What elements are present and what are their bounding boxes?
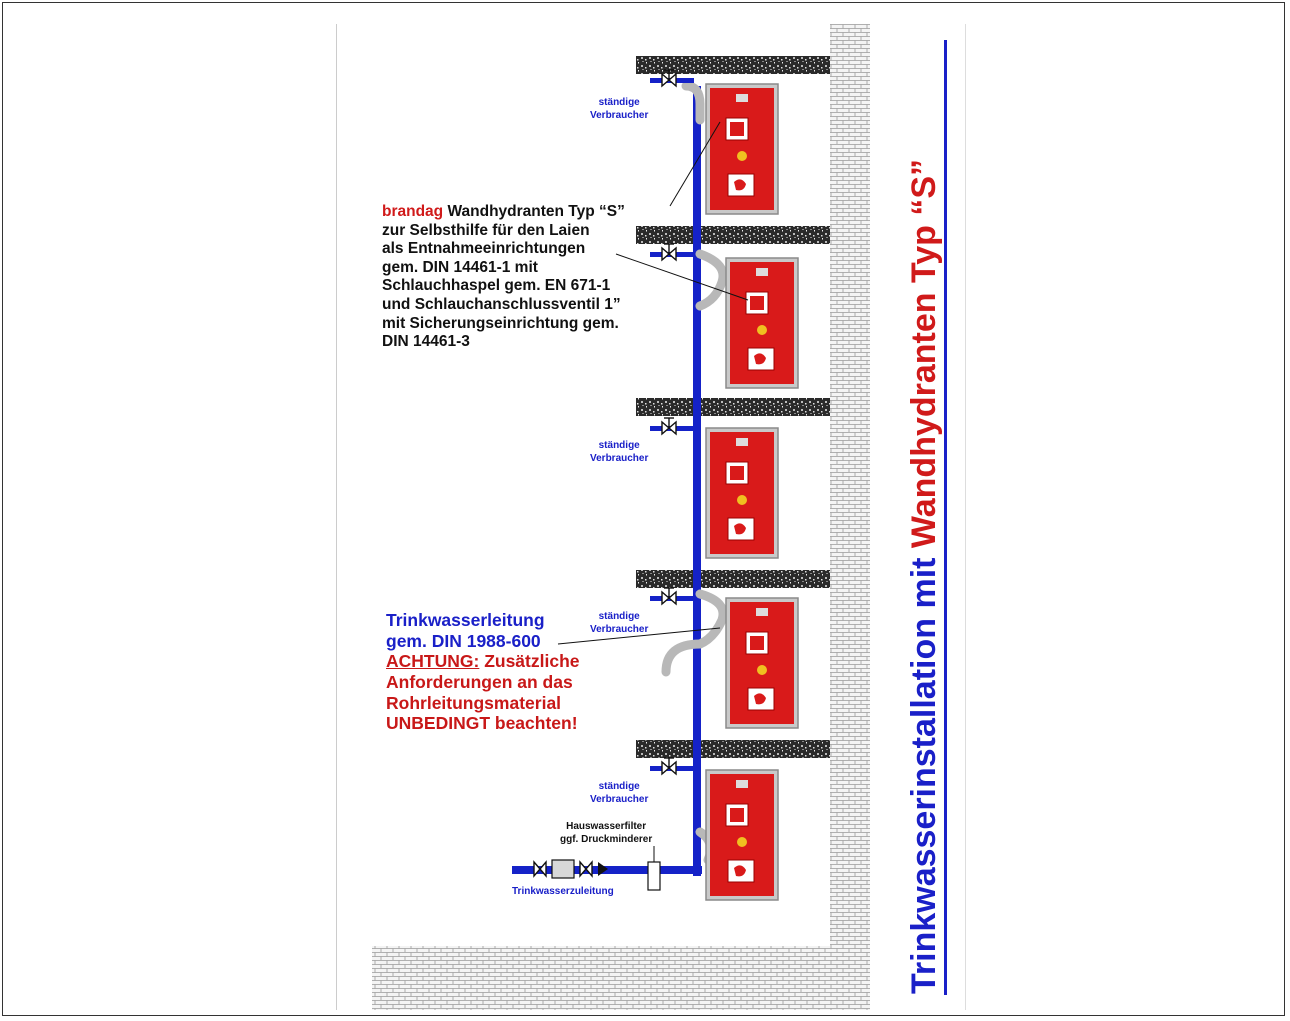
right-brick-wall	[830, 24, 870, 950]
leader-lines	[557, 121, 749, 862]
installation-diagram	[372, 24, 870, 1010]
hydrant-callout: brandag Wandhydranten Typ “S” zur Selbst…	[382, 203, 625, 351]
vertical-title-part1: Trinkwasserinstallation mit	[905, 548, 943, 994]
water-meter	[551, 859, 575, 879]
floor-brick-slab	[372, 946, 870, 1010]
title-underline	[944, 40, 947, 995]
hydrant-cabinet	[705, 427, 779, 559]
hydrant-cabinet	[705, 83, 779, 215]
consumer-branches	[650, 69, 694, 776]
hydrant-cabinet	[705, 769, 779, 901]
hydrant-cabinet	[725, 257, 799, 389]
warning-head: ACHTUNG:	[386, 651, 480, 672]
vertical-title: Trinkwasserinstallation mit Wandhydrante…	[904, 34, 944, 994]
vertical-title-part2: Wandhydranten Typ “S”	[905, 158, 943, 549]
floor-slabs	[636, 56, 830, 758]
riser-pipe	[512, 86, 702, 876]
house-filter	[647, 861, 661, 891]
hydrant-cabinets	[705, 83, 799, 901]
pipe-callout: Trinkwasserleitung gem. DIN 1988-600 ACH…	[386, 610, 580, 734]
supply-fittings	[533, 859, 661, 891]
supply-label: Trinkwasserzuleitung	[512, 886, 614, 897]
brand-name: brandag	[382, 203, 444, 220]
hydrant-cabinet	[725, 597, 799, 729]
